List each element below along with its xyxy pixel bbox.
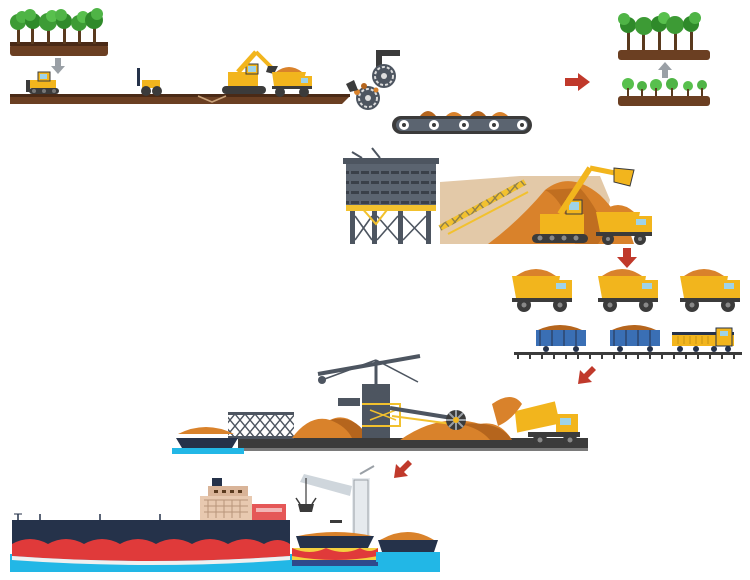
stage-crushing: [346, 50, 532, 134]
crane-icon: [295, 465, 375, 540]
stage-port-stockyard: [172, 354, 588, 478]
stage-ship-loading: [10, 465, 440, 572]
bucket-wheel-icon: [446, 410, 466, 430]
regrown-forest: [618, 12, 710, 60]
excavator-icon: [222, 50, 278, 94]
flow-arrow-icon: [617, 248, 637, 268]
ore-wagon-icon: [610, 325, 660, 352]
bulldozer-icon: [26, 71, 59, 94]
tree-icon: [618, 13, 636, 50]
tree-icon: [651, 12, 670, 50]
stage-rehabilitation: [565, 12, 710, 106]
flow-arrow-icon: [394, 460, 412, 478]
ship-superstructure: [200, 478, 286, 520]
flow-arrow-icon: [51, 58, 65, 74]
seedlings-ground: [618, 78, 710, 106]
flow-arrow-icon: [578, 366, 596, 384]
pit-ground: [10, 94, 350, 104]
barge-icon: [172, 427, 244, 454]
tree-icon: [10, 11, 28, 44]
tree-icon: [635, 17, 653, 50]
tree-icon: [39, 10, 58, 44]
dump-truck-icon: [272, 67, 312, 97]
stage-processing-plant: [343, 147, 652, 268]
forest-with-soil: [10, 8, 108, 56]
flow-arrow-icon: [565, 73, 590, 91]
tree-icon: [85, 8, 103, 44]
roller-icon: [137, 68, 162, 96]
loading-bridge: [228, 412, 294, 439]
excavator-icon: [532, 165, 635, 243]
conveyor-icon: [392, 111, 532, 134]
stage-haulage: [512, 269, 742, 384]
tree-icon: [666, 16, 684, 50]
ore-wagon-icon: [536, 325, 586, 352]
dump-truck-icon: [596, 205, 652, 245]
barge-icon: [376, 532, 440, 562]
locomotive-icon: [672, 327, 734, 352]
bulk-carrier-ship-icon: [12, 478, 290, 565]
crusher-icon: [346, 50, 400, 110]
tree-icon: [683, 12, 701, 50]
barge-icon: [292, 532, 378, 566]
dump-truck-icon: [680, 269, 740, 312]
railway-track: [514, 352, 742, 359]
stage-land-clearing: [10, 8, 350, 104]
tree-icon: [24, 9, 41, 44]
dump-truck-icon: [598, 269, 658, 312]
tree-icon: [55, 9, 72, 44]
dump-truck-icon: [492, 397, 580, 447]
conveyor-icon: [438, 179, 529, 235]
flow-arrow-icon: [658, 62, 672, 78]
dump-truck-icon: [512, 269, 572, 312]
stacker-reclaimer-icon: [317, 354, 453, 438]
processing-plant-icon: [343, 147, 439, 244]
ore-stockpile: [292, 417, 512, 440]
